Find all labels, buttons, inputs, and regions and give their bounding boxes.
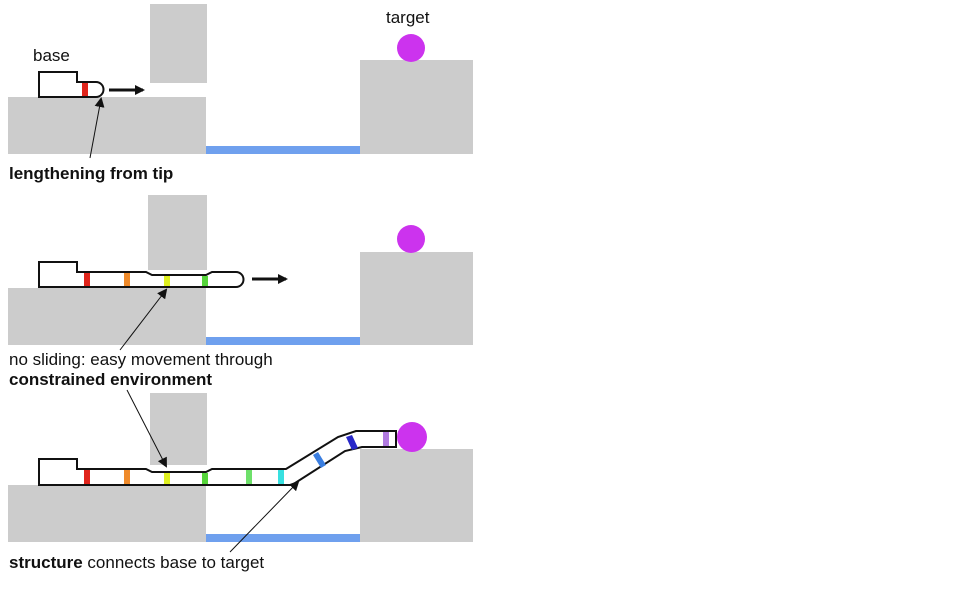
- water-channel: [206, 534, 360, 542]
- band-lightgreen: [246, 470, 252, 484]
- base-label: base: [33, 46, 70, 65]
- target-ball: [397, 34, 425, 62]
- band-green: [202, 473, 208, 484]
- band-orange: [124, 470, 130, 484]
- base-ground-block: [8, 97, 206, 154]
- pointer-line: [119, 288, 168, 351]
- water-channel: [206, 146, 380, 154]
- target-label: target: [386, 8, 430, 27]
- band-orange: [124, 273, 130, 286]
- panel2-caption-line2: constrained environment: [9, 370, 212, 389]
- panel2-caption-line1: no sliding: easy movement through: [9, 350, 273, 369]
- robot-body: [38, 261, 245, 288]
- band-red: [84, 273, 90, 286]
- band-red: [82, 83, 88, 96]
- band-blue: [313, 452, 326, 468]
- band-lavender: [383, 432, 389, 446]
- band-yellow: [164, 473, 170, 484]
- pointer-line: [126, 389, 167, 468]
- band-red: [84, 470, 90, 484]
- robot-body: [38, 430, 397, 486]
- pointer-line: [229, 480, 300, 553]
- band-cyan: [278, 470, 284, 484]
- base-ground-block: [8, 288, 206, 345]
- panel1-caption: lengthening from tip: [9, 164, 173, 183]
- overhang-block: [150, 4, 207, 83]
- band-darkblue: [346, 435, 358, 450]
- base-ground-block: [8, 485, 206, 542]
- overhang-block: [148, 195, 207, 270]
- pointer-line: [89, 97, 105, 159]
- target-pedestal: [360, 252, 473, 345]
- water-channel: [206, 337, 380, 345]
- panel-2: no sliding: easy movement through constr…: [8, 195, 473, 389]
- band-yellow: [164, 276, 170, 286]
- target-ball: [397, 225, 425, 253]
- robot-body: [38, 71, 105, 98]
- panel3-caption-bold: structure: [9, 553, 83, 572]
- band-green: [202, 276, 208, 286]
- panel-3: structure connects base to target: [8, 389, 473, 572]
- target-pedestal: [360, 449, 473, 542]
- target-ball: [397, 422, 427, 452]
- panel3-caption: structure connects base to target: [9, 553, 264, 572]
- panel3-caption-rest: connects base to target: [83, 553, 265, 572]
- panel-1: base target lengthening from tip: [8, 4, 473, 183]
- overhang-block: [150, 393, 207, 465]
- target-pedestal: [360, 60, 473, 154]
